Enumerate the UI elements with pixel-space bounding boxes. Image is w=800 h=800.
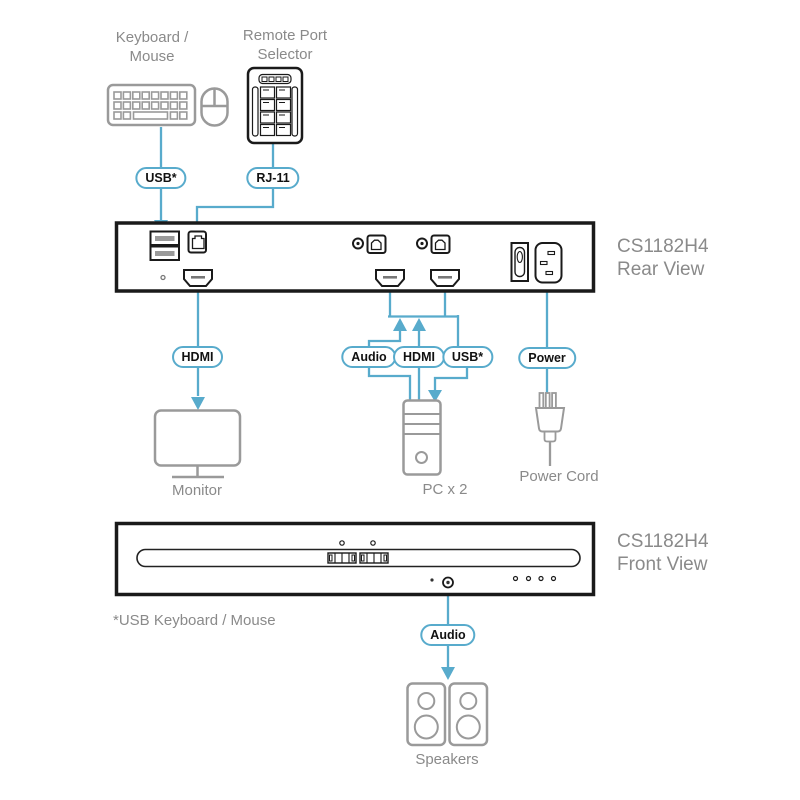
mouse-icon [200, 87, 229, 127]
power-cord-label: Power Cord [519, 468, 599, 485]
kvm-rear-panel [114, 221, 596, 293]
keyboard-mouse-label: Keyboard / Mouse [115, 29, 189, 65]
arrow-into-monitor [191, 397, 205, 410]
remote-port-selector-label: Remote Port Selector [242, 27, 328, 63]
speakers-label: Speakers [415, 751, 479, 768]
connector-hdmi-pc: HDMI [393, 346, 445, 368]
arrow-audio-into-kvm [393, 318, 407, 331]
remote-port-selector-icon [246, 66, 304, 145]
power-switch-icon [510, 242, 529, 282]
connector-usb-keyboard: USB* [135, 166, 187, 189]
arrow-into-speakers [441, 667, 455, 680]
rear-view-label: CS1182H4 Rear View [617, 236, 709, 280]
connector-power: Power [518, 346, 576, 369]
cable-audio-up [367, 330, 402, 348]
pc-tower-icon [402, 399, 442, 476]
arrow-usb-into-pc [428, 390, 442, 402]
usb-footnote: *USB Keyboard / Mouse [113, 612, 276, 629]
kvm-front-panel [114, 521, 596, 597]
front-status-leds [512, 575, 557, 582]
audio-jack-pc2-icon [416, 237, 428, 250]
hdmi-port-pc1-icon [375, 269, 405, 287]
speakers-icon [406, 682, 489, 747]
rj11-port-icon [187, 230, 207, 254]
pc-label: PC x 2 [422, 481, 468, 498]
monitor-label: Monitor [171, 482, 223, 499]
ground-screw-icon [160, 274, 166, 281]
cable-usb-down [433, 366, 469, 390]
connector-audio-pc: Audio [341, 346, 397, 368]
cable-kvm-pc-bus [388, 291, 460, 347]
usb-a-ports-icon [149, 230, 180, 261]
hdmi-port-pc2-icon [430, 269, 460, 287]
front-led-1 [339, 540, 345, 546]
front-led-2 [370, 540, 376, 546]
front-mic-dot [430, 578, 434, 582]
front-view-label: CS1182H4 Front View [617, 531, 709, 575]
power-inlet-icon [534, 242, 563, 284]
cable-audio-down [367, 366, 412, 401]
connector-rj11: RJ-11 [246, 166, 300, 189]
front-audio-jack-icon [442, 576, 454, 589]
usb-b-port-pc1-icon [366, 234, 387, 254]
connector-audio-front: Audio [420, 623, 476, 646]
keyboard-icon [106, 83, 197, 127]
power-plug-icon [534, 392, 566, 466]
front-groove [136, 548, 581, 568]
audio-jack-pc1-icon [352, 237, 364, 250]
monitor-icon [153, 409, 242, 479]
connector-usb-pc: USB* [441, 346, 494, 368]
connector-hdmi-monitor: HDMI [171, 346, 224, 368]
port-select-button-2 [359, 552, 389, 564]
usb-b-port-pc2-icon [430, 234, 451, 254]
hdmi-port-monitor-icon [183, 269, 213, 287]
arrow-hdmi-into-kvm [412, 318, 426, 331]
port-select-button-1 [327, 552, 357, 564]
